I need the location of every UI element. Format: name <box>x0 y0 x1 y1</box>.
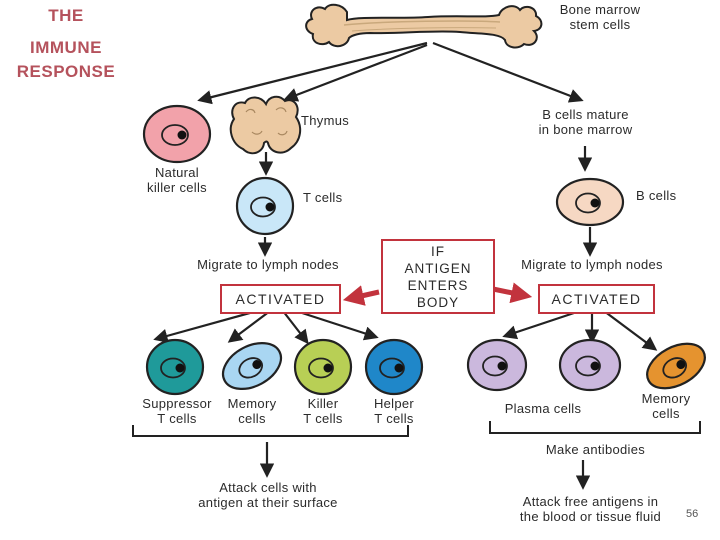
killer-label: Killer T cells <box>303 396 343 426</box>
migrate-right-label: Migrate to lymph nodes <box>521 257 663 272</box>
natural-killer-cell <box>142 104 212 164</box>
helper-t-cell <box>364 338 424 396</box>
suppressor-label: Suppressor T cells <box>142 396 212 426</box>
slide-title-line3: RESPONSE <box>16 62 116 81</box>
t-cell <box>235 176 295 236</box>
migrate-left-label: Migrate to lymph nodes <box>197 257 339 272</box>
plasma-cell-1 <box>466 338 528 392</box>
page-number: 56 <box>686 508 699 520</box>
thymus-texture <box>245 107 288 136</box>
memory-t-cell <box>221 342 283 390</box>
arrow-activated-to-memory-t <box>227 310 271 343</box>
arrow-activated-to-suppressor <box>153 309 258 343</box>
thymus-label: Thymus <box>301 113 350 128</box>
attack-cells-label: Attack cells with antigen at their surfa… <box>198 480 338 510</box>
bracket-right <box>489 421 701 434</box>
natural-killer-label: Natural killer cells <box>147 165 207 195</box>
activated-left-label: ACTIVATED <box>235 291 326 307</box>
arrow-activated-to-plasma1 <box>502 309 581 340</box>
bone-detail-line <box>351 27 497 32</box>
arrow-activated-to-helper <box>295 309 379 341</box>
arrows <box>153 41 658 490</box>
plasma-label: Plasma cells <box>504 401 582 416</box>
memory-b-cell <box>646 342 706 390</box>
make-antibodies-label: Make antibodies <box>545 442 646 457</box>
arrow-activated-to-memory-b <box>603 310 658 351</box>
arrow-bone-to-bcells <box>432 41 584 103</box>
suppressor-t-cell <box>145 338 205 396</box>
bracket-left <box>132 425 409 437</box>
b-mature-label: B cells mature in bone marrow <box>538 107 633 137</box>
b-cells-label: B cells <box>636 188 677 203</box>
killer-t-cell <box>293 338 353 396</box>
attack-free-label: Attack free antigens in the blood or tis… <box>519 494 662 524</box>
helper-label: Helper T cells <box>373 396 415 426</box>
bone-detail-line <box>343 20 501 26</box>
bone-marrow-label: Bone marrow stem cells <box>559 2 641 32</box>
slide-title-line1: THE <box>48 6 84 25</box>
slide-title-line2: IMMUNE <box>30 38 102 57</box>
thymus-illustration <box>229 95 302 155</box>
bone-illustration <box>305 3 543 49</box>
b-cell <box>555 177 625 227</box>
memory-b-label: Memory cells <box>641 391 691 421</box>
plasma-cell-2 <box>558 338 622 392</box>
activated-right-label: ACTIVATED <box>551 291 642 307</box>
activated-right-box: ACTIVATED <box>538 284 655 314</box>
red-arrow-antigen-to-right-activated <box>492 282 533 304</box>
arrow-activated-to-killer <box>282 310 309 345</box>
t-cells-label: T cells <box>303 190 343 205</box>
antigen-box-label: IF ANTIGEN ENTERS BODY <box>404 243 472 310</box>
arrow-bone-to-thymus <box>283 43 428 102</box>
arrow-bone-to-nk <box>197 41 428 105</box>
activated-left-box: ACTIVATED <box>220 284 341 314</box>
memory-t-label: Memory cells <box>227 396 277 426</box>
antigen-box: IF ANTIGEN ENTERS BODY <box>381 239 495 314</box>
red-arrow-antigen-to-left-activated <box>342 285 380 306</box>
